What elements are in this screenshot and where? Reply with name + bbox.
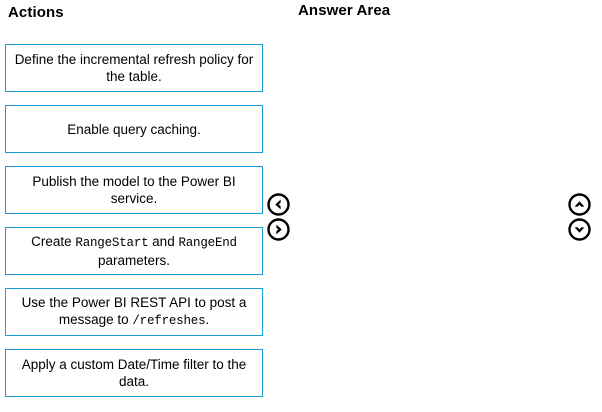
move-up-button[interactable] xyxy=(568,193,591,216)
chevron-left-circle-icon xyxy=(267,193,290,216)
actions-column-heading: Actions xyxy=(8,4,64,21)
answer-area-column-heading: Answer Area xyxy=(298,2,391,19)
action-card-label: Publish the model to the Power BI servic… xyxy=(32,174,236,206)
action-card[interactable]: Apply a custom Date/Time filter to the d… xyxy=(5,349,263,397)
move-down-button[interactable] xyxy=(568,218,591,241)
action-card-label: Apply a custom Date/Time filter to the d… xyxy=(21,357,247,389)
answer-area-drop-zone[interactable] xyxy=(298,44,556,401)
action-card-label: Define the incremental refresh policy fo… xyxy=(14,52,254,84)
action-card[interactable]: Publish the model to the Power BI servic… xyxy=(5,166,263,214)
move-right-button[interactable] xyxy=(267,218,290,241)
chevron-down-circle-icon xyxy=(568,218,591,241)
action-card-label: Enable query caching. xyxy=(67,121,201,137)
action-card-label: Use the Power BI REST API to post a mess… xyxy=(21,295,247,328)
chevron-up-circle-icon xyxy=(568,193,591,216)
action-card[interactable]: Enable query caching. xyxy=(5,105,263,153)
chevron-right-circle-icon xyxy=(267,218,290,241)
move-left-button[interactable] xyxy=(267,193,290,216)
action-card-label: Create RangeStart and RangeEnd parameter… xyxy=(31,234,237,268)
action-card[interactable]: Create RangeStart and RangeEnd parameter… xyxy=(5,227,263,275)
action-card[interactable]: Define the incremental refresh policy fo… xyxy=(5,44,263,92)
action-card[interactable]: Use the Power BI REST API to post a mess… xyxy=(5,288,263,336)
actions-list: Define the incremental refresh policy fo… xyxy=(5,44,263,410)
